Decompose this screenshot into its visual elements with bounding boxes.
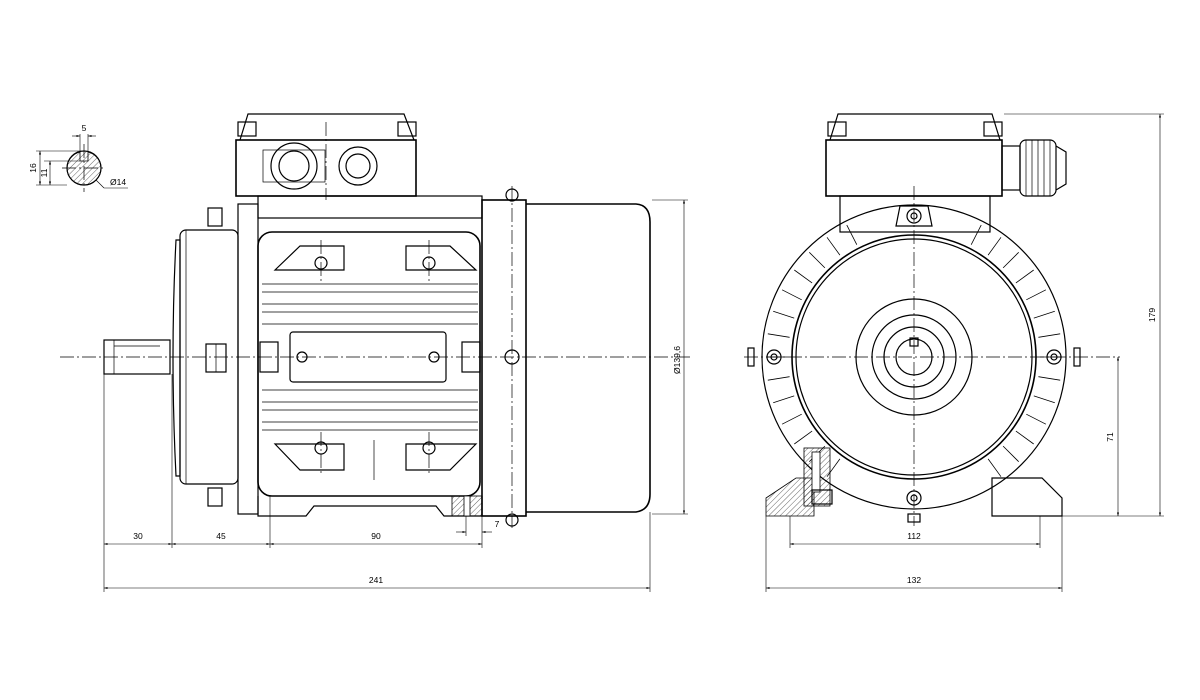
- fin-line: [826, 237, 841, 256]
- right-foot: [991, 477, 1063, 517]
- rear-end-shield: [481, 199, 527, 517]
- fin-line: [987, 237, 1002, 256]
- fin-line: [970, 224, 982, 245]
- fin-line: [773, 395, 795, 404]
- fin-line: [1033, 310, 1055, 319]
- fin-line: [1026, 289, 1047, 301]
- shaft: [103, 339, 171, 375]
- motor-side-view: [60, 113, 690, 528]
- shaft-height-label: 16: [28, 163, 38, 173]
- fin-line: [1002, 252, 1019, 269]
- flange-diameter-label: Ø139,6: [672, 346, 682, 374]
- fin-line: [1015, 269, 1034, 284]
- shaft-height-axis-label: 71: [1105, 432, 1115, 442]
- fin-line: [1033, 395, 1055, 404]
- fin-line: [987, 458, 1002, 477]
- fan-cover: [526, 203, 651, 513]
- shaft-length-label: 30: [133, 531, 143, 541]
- total-width-label: 132: [907, 575, 921, 585]
- fin-line: [1038, 333, 1061, 338]
- cooling-fins: [262, 283, 478, 431]
- total-length-label: 241: [369, 575, 383, 585]
- total-height-label: 179: [1147, 308, 1157, 322]
- foot-spacing-label: 112: [907, 531, 921, 541]
- fin-line: [1038, 376, 1061, 381]
- fin-line: [794, 430, 813, 445]
- key-depth-label: 11: [39, 168, 49, 177]
- fin-line: [781, 413, 802, 425]
- fin-line: [781, 289, 802, 301]
- fin-line: [773, 310, 795, 319]
- cable-gland: [1001, 139, 1067, 197]
- fin-line: [767, 333, 790, 338]
- stator-frame: [257, 231, 481, 497]
- fin-line: [794, 269, 813, 284]
- front-view-dimensions: 179 71 112 132: [765, 113, 1164, 592]
- motor-front-view: [744, 113, 1120, 526]
- shaft-cross-section-detail: 5 16 11 Ø14: [28, 123, 128, 192]
- fin-line: [846, 224, 858, 245]
- fin-line: [1002, 445, 1019, 462]
- flange-to-foot-label: 45: [216, 531, 226, 541]
- nameplate: [289, 331, 447, 383]
- foot-hole-spacing-label: 90: [371, 531, 381, 541]
- fin-line: [809, 252, 826, 269]
- fin-line: [767, 376, 790, 381]
- fin-line: [1026, 413, 1047, 425]
- foot-hole-label: 7: [495, 519, 500, 529]
- key-width-label: 5: [82, 123, 87, 133]
- shaft-diameter-label: Ø14: [110, 177, 126, 187]
- mounting-foot: [257, 496, 483, 517]
- side-view-dimensions: Ø139,6 30 45 90 7 241: [103, 199, 688, 592]
- radial-fins: [766, 224, 1062, 477]
- fin-line: [1015, 430, 1034, 445]
